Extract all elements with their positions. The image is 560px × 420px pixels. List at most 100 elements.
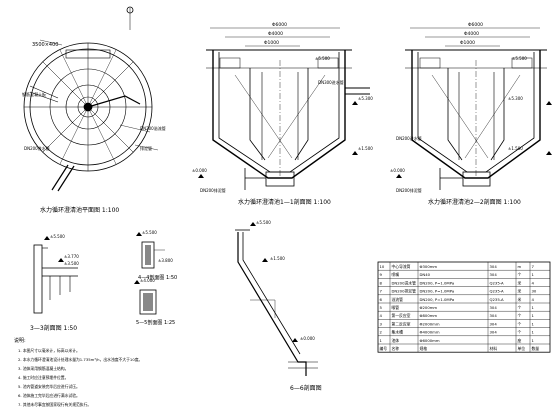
table-cell: Φ4000mm (420, 330, 440, 335)
table-cell: 1 (532, 338, 535, 343)
table-cell: 8 (380, 280, 383, 285)
table-header-cell: 单位 (518, 346, 526, 351)
table-cell: 1 (532, 313, 535, 318)
table-cell: 4 (532, 297, 535, 302)
d4-level-2: ±3.800 (158, 258, 173, 263)
table-cell: 集水槽 (392, 330, 404, 335)
s1-level-3: ±0.000 (192, 168, 207, 173)
s2-pipe-1: DN200进水管 (396, 135, 422, 141)
note-line-1: 1. 本图尺寸以毫米计，标高以米计。 (18, 348, 80, 353)
table-header-cell: 材料 (490, 346, 498, 351)
note-line-6: 6. 池体施工完毕后应进行满水试验。 (18, 393, 80, 398)
note-line-7: 7. 其他未尽事宜按国家现行有关规范执行。 (18, 402, 91, 407)
table-cell: 7 (532, 264, 535, 269)
table-header-cell: 规格 (420, 346, 428, 351)
table-header-cell: 编号 (380, 346, 388, 351)
table-cell: 座 (518, 338, 522, 343)
table-cell: 304 (490, 321, 498, 326)
table-cell: Φ800mm (420, 313, 438, 318)
s2-level-top: ±5.500 (512, 56, 527, 61)
table-cell: 2 (380, 330, 383, 335)
table-cell: Φ300mm (420, 264, 438, 269)
table-cell: Φ6000mm (420, 338, 440, 343)
s1-level-2: ±1.500 (358, 146, 373, 151)
s1-pipe-1: DN300进水管 (318, 79, 344, 85)
table-cell: 1 (532, 321, 535, 326)
section2-title: 水力循环澄清池2—2剖面图 1:100 (428, 198, 521, 206)
s2-level-1: ±5.300 (508, 96, 523, 101)
table-cell: DN40 (420, 272, 431, 277)
table-cell: 304 (490, 305, 498, 310)
detail6-title: 6—6剖面图 (290, 384, 322, 392)
material-table-grid (377, 261, 551, 353)
s2-pipe-2: DN200排泥管 (396, 187, 422, 193)
s2-dim-1: Φ6000 (468, 22, 483, 28)
table-cell: 个 (518, 272, 522, 277)
s1-level-1: ±5.300 (358, 96, 373, 101)
table-cell: 喉管 (392, 305, 400, 310)
s2-level-3: ±0.000 (390, 168, 405, 173)
table-cell: Q235-A (490, 289, 505, 294)
plan-note-3: DN200进水管 (24, 145, 50, 151)
table-cell: DN200, P=1.0MPa (420, 280, 455, 285)
table-cell: 4 (380, 313, 383, 318)
s1-pipe-2: DN200排泥管 (200, 187, 226, 193)
s1-level-top: ±5.500 (315, 56, 330, 61)
table-cell: 个 (518, 305, 522, 310)
detail-5-5 (134, 280, 157, 315)
table-cell: 喷嘴 (392, 272, 400, 277)
table-cell: 第一反应室 (392, 313, 411, 318)
table-cell: 6 (380, 297, 383, 302)
table-cell: 304 (490, 264, 498, 269)
table-cell: Φ200mm (420, 305, 438, 310)
table-cell: 1 (532, 272, 535, 277)
table-cell: DN200, P=1.0MPa (420, 289, 455, 294)
table-cell: DN200排泥管 (392, 289, 417, 294)
d4-level-1: ±5.500 (142, 230, 157, 235)
table-cell: 米 (518, 297, 522, 302)
table-cell: m (518, 264, 522, 269)
section1-title: 水力循环澄清池1—1剖面图 1:100 (238, 198, 331, 206)
table-header-cell: 数量 (532, 346, 540, 351)
plan-note-1: 钢筋混凝土板 (22, 91, 46, 97)
table-cell: 3 (380, 321, 383, 326)
d6-level-3: ±0.000 (300, 336, 315, 341)
table-cell: 9 (380, 272, 383, 277)
table-cell: 米 (518, 289, 522, 294)
table-cell: 304 (490, 330, 498, 335)
table-cell: 个 (518, 321, 522, 326)
note-line-4: 4. 施工时应注意预埋件位置。 (18, 375, 68, 380)
table-cell: Q235-A (490, 280, 505, 285)
note-line-2: 2. 本水力循环澄清池设计处理水量为1.735m³/h，出水浊度不大于10度。 (18, 357, 142, 362)
detail4-title: 4—4剖面图 1:50 (138, 274, 177, 281)
table-cell: 10 (380, 264, 385, 269)
d6-level-1: ±5.500 (256, 220, 271, 225)
table-cell: 米 (518, 280, 522, 285)
table-cell: 池体 (392, 338, 400, 343)
plan-note-2: DN200溢流管 (140, 125, 166, 131)
d3-level-2: ±3.770 (64, 254, 79, 259)
table-cell: 30 (532, 289, 537, 294)
table-cell: 1 (532, 305, 535, 310)
table-cell: 1 (380, 338, 383, 343)
table-cell: 个 (518, 313, 522, 318)
section-2-2 (396, 27, 552, 190)
table-cell: 7 (380, 289, 383, 294)
detail5-title: 5—5剖面图 1:25 (136, 319, 175, 326)
table-cell: 个 (518, 330, 522, 335)
note-line-5: 5. 池内管道安装完毕后应进行试压。 (18, 384, 80, 389)
section-1-1 (198, 27, 370, 190)
table-cell: 1 (532, 330, 535, 335)
d3-level-3: ±3.500 (64, 261, 79, 266)
s2-dim-3: Φ1000 (460, 40, 475, 46)
s1-dim-2: Φ4000 (268, 31, 283, 37)
s2-dim-2: Φ4000 (464, 31, 479, 37)
table-cell: DN200, P=1.0MPa (420, 297, 455, 302)
s1-dim-3: Φ1000 (264, 40, 279, 46)
s2-level-2: ±1.500 (508, 146, 523, 151)
detail-6-6 (235, 222, 318, 376)
plan-view (23, 6, 159, 192)
plan-top-label: 3500×400 (32, 42, 58, 48)
